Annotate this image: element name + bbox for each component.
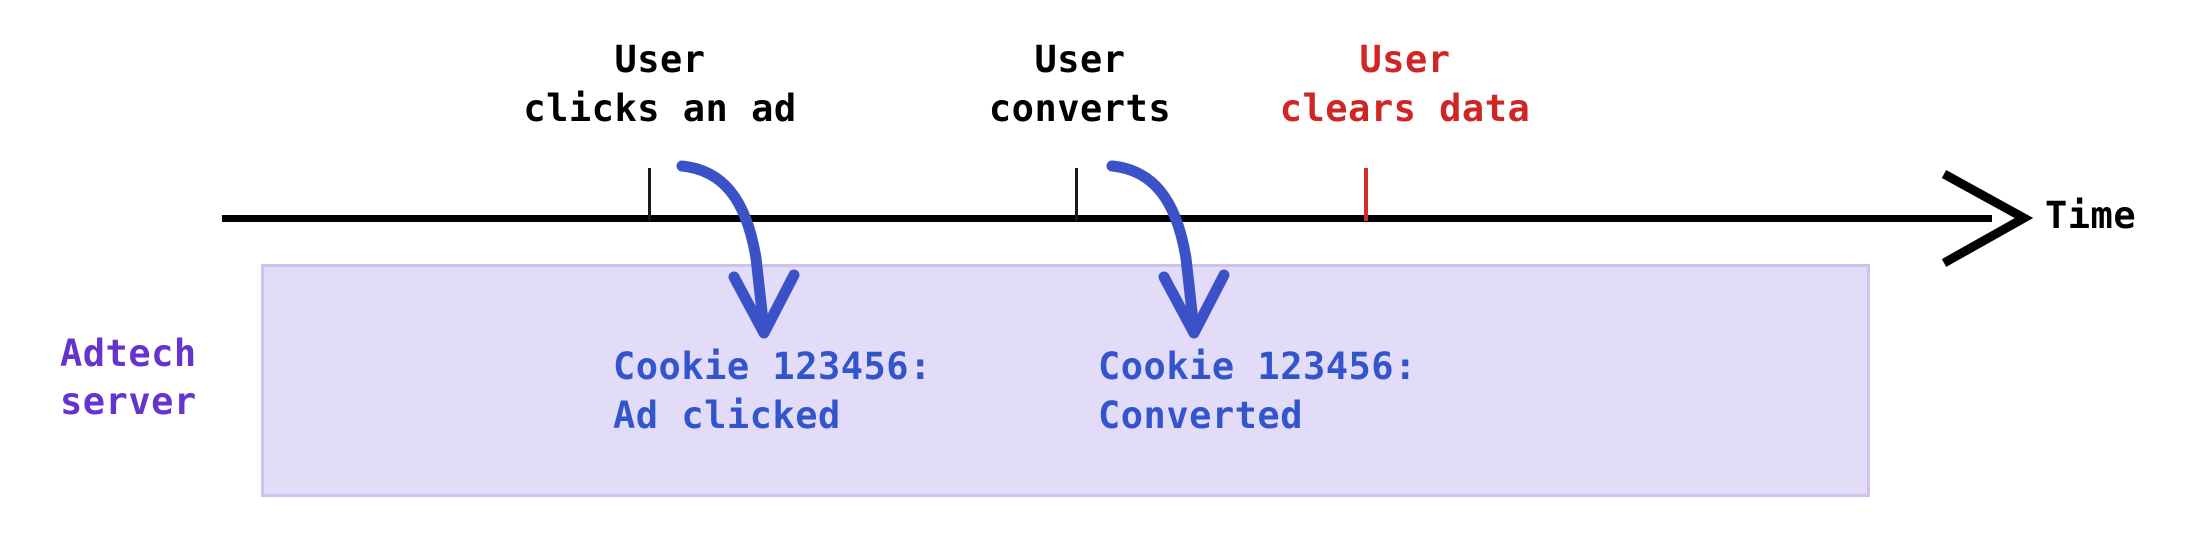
- adtech-server-label: Adtech server: [60, 332, 197, 424]
- event-caption-clear-data: User clears data: [1279, 38, 1531, 130]
- timeline-axis-line: [222, 215, 1992, 222]
- tick-conversion: [1075, 168, 1078, 221]
- tick-clear-data: [1364, 168, 1368, 221]
- server-log-ad-clicked: Cookie 123456: Ad clicked: [613, 345, 932, 438]
- server-log-converted: Cookie 123456: Converted: [1098, 345, 1417, 438]
- adtech-server-box: [261, 264, 1870, 497]
- event-caption-conversion: User converts: [988, 38, 1172, 130]
- tick-ad-click: [648, 168, 651, 221]
- timeline-axis-label: Time: [2045, 194, 2137, 237]
- flow-arrow-ad-click-icon: [660, 150, 860, 350]
- flow-arrow-conversion-icon: [1090, 150, 1290, 350]
- event-caption-ad-click: User clicks an ad: [523, 38, 797, 130]
- timeline-arrowhead-icon: [1940, 168, 2050, 270]
